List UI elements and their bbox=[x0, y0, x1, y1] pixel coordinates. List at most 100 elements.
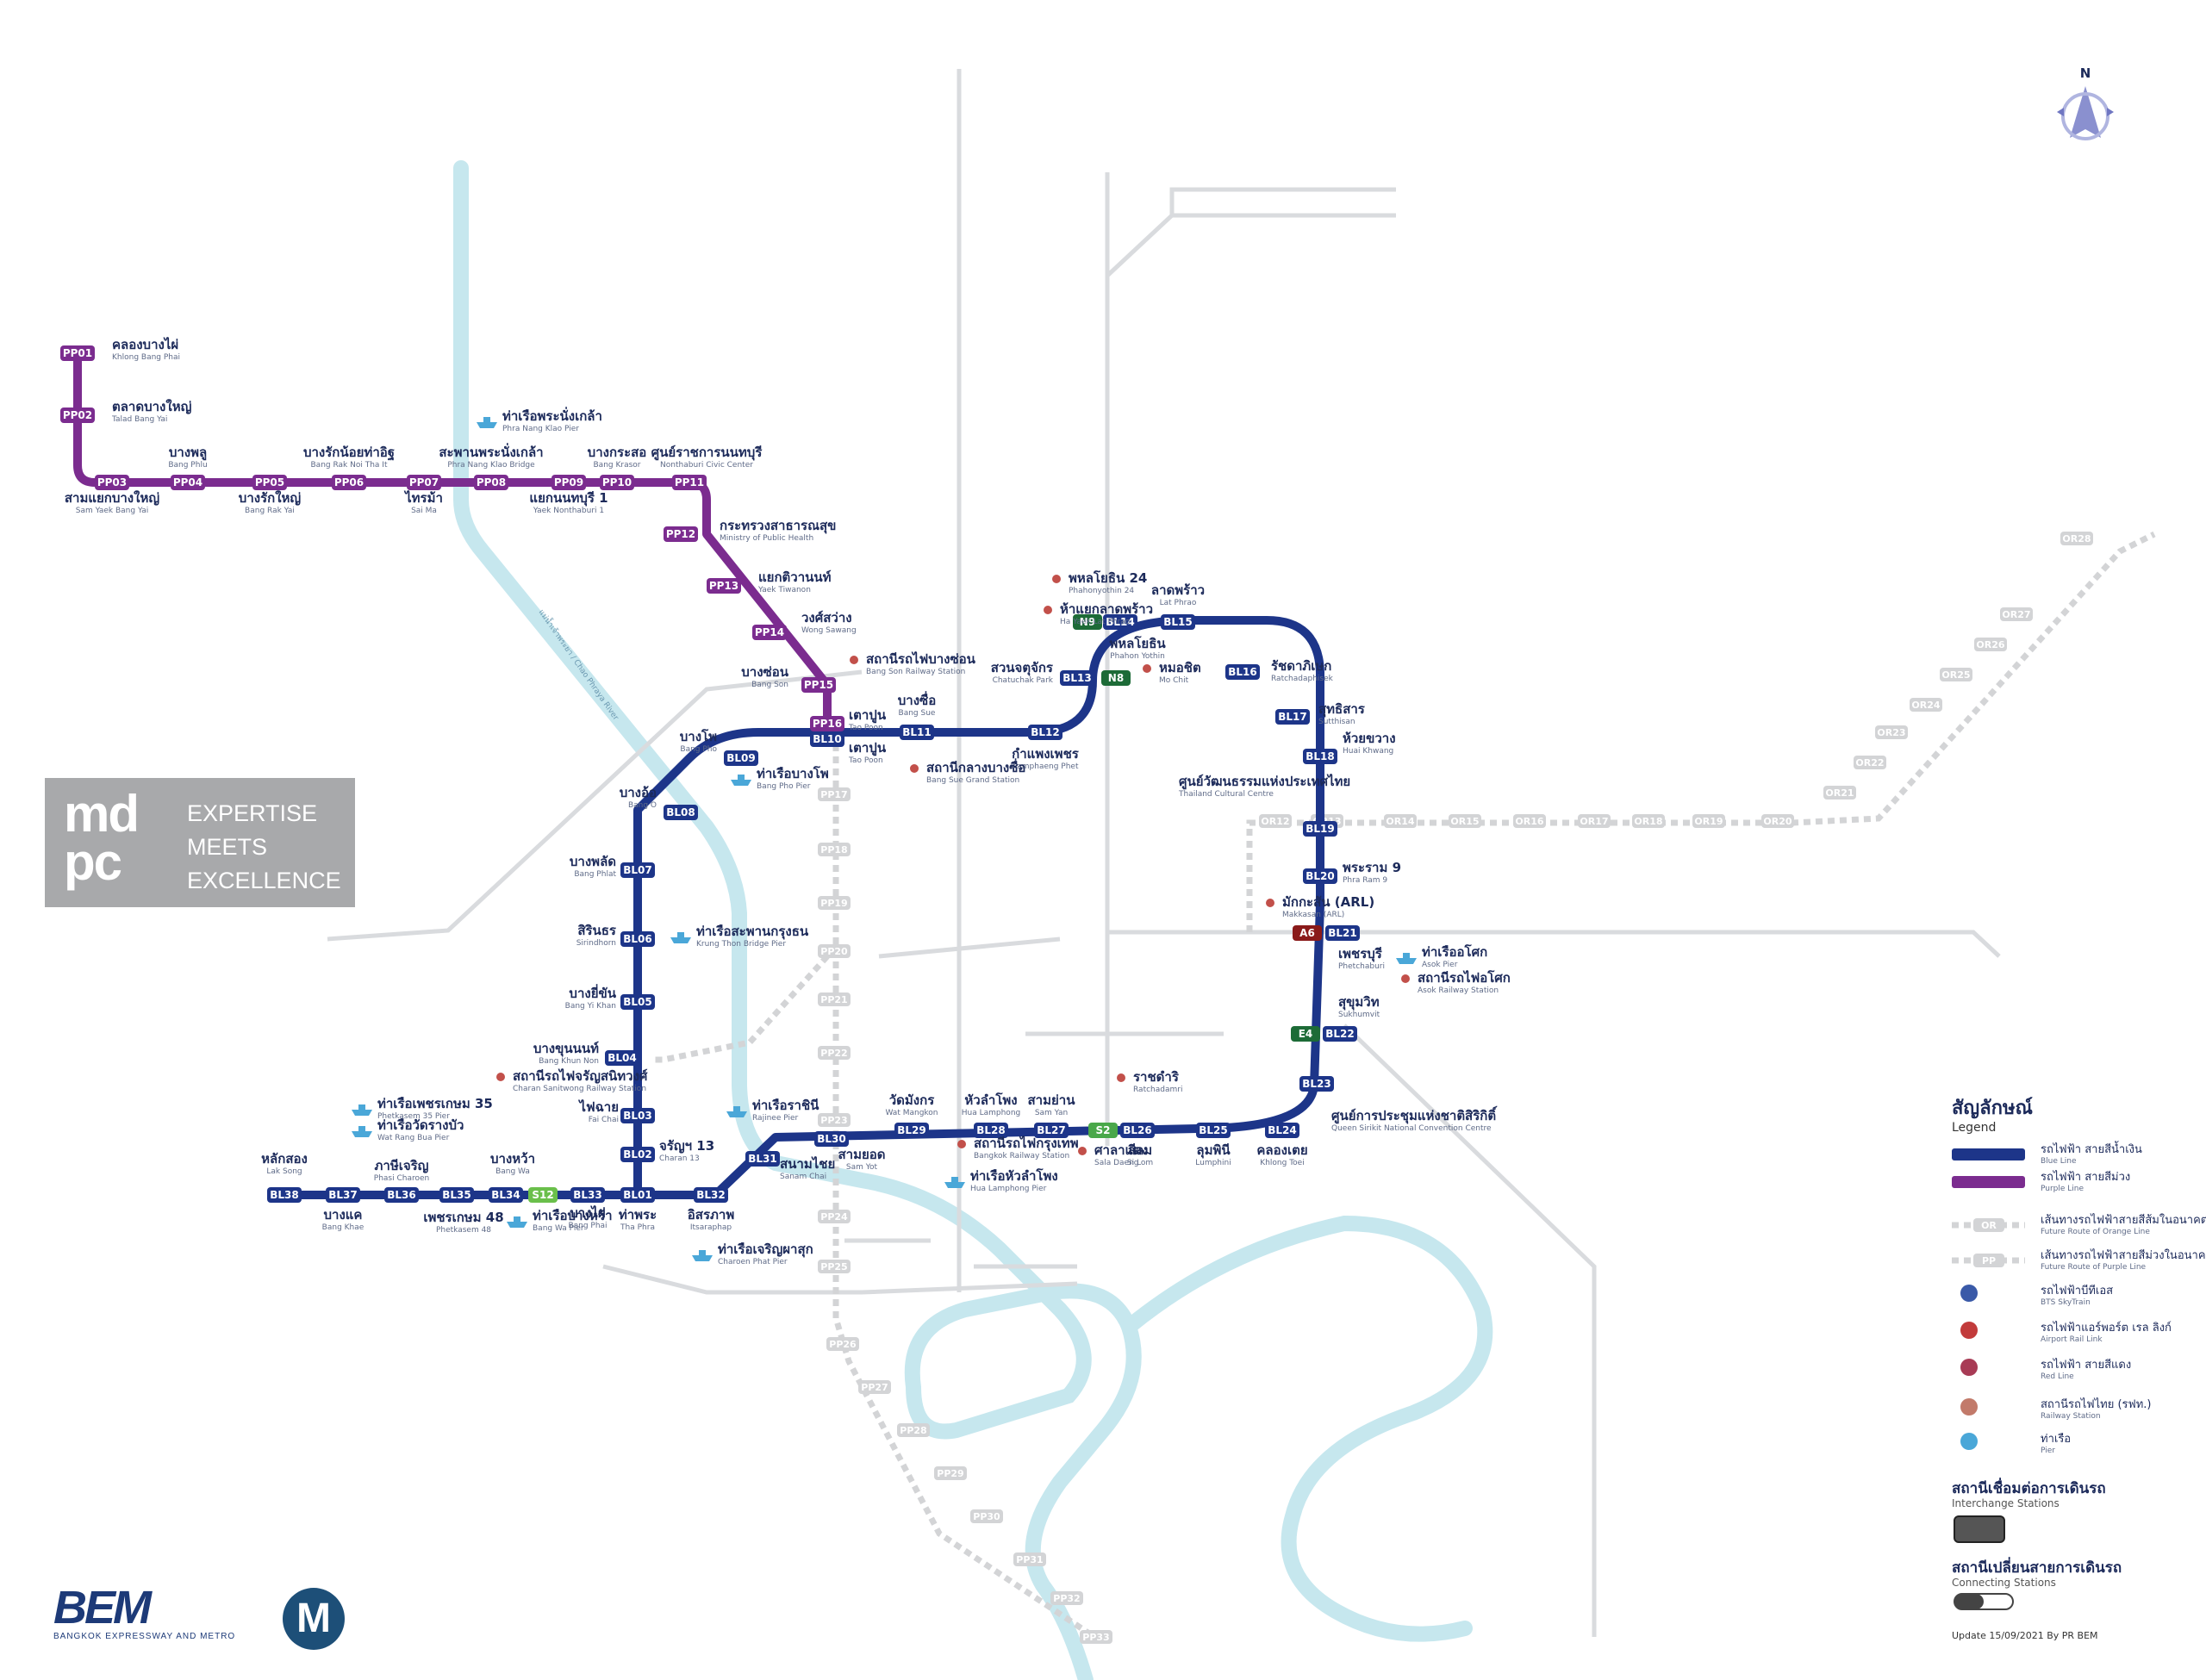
legend-interchange-en: Interchange Stations bbox=[1952, 1497, 2060, 1509]
station-bl09-badge-code: BL09 bbox=[726, 752, 756, 764]
rail-station-5-name-en: Bang Sue Grand Station bbox=[926, 776, 1019, 785]
station-bl25-badge: BL25 bbox=[1196, 1123, 1231, 1138]
station-pp14-badge-bg bbox=[752, 625, 787, 640]
pier-3-name-en: Krung Thon Bridge Pier bbox=[696, 940, 786, 949]
station-bl15-badge-bg bbox=[1161, 614, 1195, 630]
station-pp09-name-en: Yaek Nonthaburi 1 bbox=[533, 507, 604, 515]
legend-swatch-future-code-3: PP bbox=[1982, 1255, 1996, 1266]
station-pp13-badge-code: PP13 bbox=[709, 580, 738, 592]
legend-item-1-en: Blue Line bbox=[2041, 1157, 2077, 1166]
legend-item-7-th: รถไฟฟ้า สายสีแดง bbox=[2041, 1358, 2131, 1372]
future-orange-or25-code: OR25 bbox=[1941, 669, 1970, 681]
station-bl24-name-th: คลองเตย bbox=[1256, 1142, 1307, 1158]
rail-station-2-name-th: พหลโยธิน 24 bbox=[1069, 569, 1147, 586]
future-purple-pp30-code: PP30 bbox=[973, 1511, 1000, 1522]
rail-station-11-name-th: ราชดำริ bbox=[1133, 1069, 1180, 1085]
station-bl11-badge-bg bbox=[900, 725, 934, 740]
station-bl19-name-th: ศูนย์วัฒนธรรมแห่งประเทศไทย bbox=[1179, 773, 1350, 790]
blue-line-track bbox=[284, 616, 1324, 1199]
station-bl29-badge-code: BL29 bbox=[897, 1124, 926, 1136]
station-bl30-name-en: Sam Yot bbox=[846, 1163, 878, 1172]
future-orange-or25: OR25 bbox=[1940, 668, 1972, 681]
future-orange-or20-code: OR20 bbox=[1763, 816, 1792, 827]
station-bl14-badge: BL14 bbox=[1103, 614, 1137, 630]
compass-north-label: N bbox=[2080, 65, 2091, 81]
station-bl31-name-th: สนามไชย bbox=[780, 1155, 835, 1172]
future-purple-pp32: PP32 bbox=[1050, 1591, 1083, 1605]
future-purple-pp20-code: PP20 bbox=[820, 946, 848, 957]
station-pp13-name-th: แยกติวานนท์ bbox=[758, 569, 832, 585]
station-bl18-badge-bg bbox=[1303, 749, 1337, 764]
legend-interchange-swatch bbox=[1954, 1515, 2005, 1543]
station-bl29-badge-bg bbox=[894, 1123, 929, 1138]
future-orange-or21: OR21 bbox=[1823, 786, 1856, 800]
rail-station-9-name-th: มักกะสัน (ARL) bbox=[1282, 894, 1374, 910]
station-bl22-badge: BL22 bbox=[1323, 1026, 1357, 1042]
future-purple-pp28-bg bbox=[897, 1423, 930, 1437]
station-bl38-badge-bg bbox=[267, 1187, 302, 1203]
pier-8-name-en: Bang Wa Pier bbox=[533, 1224, 584, 1233]
station-pp06-name-th: บางรักน้อยท่าอิฐ bbox=[303, 445, 395, 461]
station-bl05-badge-code: BL05 bbox=[623, 996, 652, 1008]
rail-station-3: หมอชิตMo Chit bbox=[1143, 660, 1201, 685]
station-pp01-badge: PP01 bbox=[60, 345, 95, 361]
station-bl36-badge-bg bbox=[384, 1187, 419, 1203]
rail-station-2-icon bbox=[1052, 575, 1061, 583]
pier-10-cabin bbox=[1403, 953, 1410, 958]
interchange-n8-code: N8 bbox=[1108, 672, 1124, 684]
pier-1-name-en: Phra Nang Klao Pier bbox=[502, 425, 579, 433]
future-orange-or22-code: OR22 bbox=[1855, 757, 1884, 768]
future-orange-or24-code: OR24 bbox=[1911, 700, 1940, 711]
station-pp15-badge: PP15 bbox=[801, 677, 836, 693]
future-orange-or12-bg bbox=[1259, 814, 1292, 828]
station-bl23-badge-bg bbox=[1299, 1076, 1334, 1092]
future-purple-pp33-bg bbox=[1080, 1630, 1112, 1644]
station-bl15-name-en: Lat Phrao bbox=[1160, 599, 1197, 607]
station-pp12-name-th: กระทรวงสาธารณสุข bbox=[720, 518, 836, 534]
pier-4: ท่าเรือราชินีRajinee Pier bbox=[726, 1098, 819, 1123]
rail-station-4-name-th: สถานีรถไฟบางซ่อน bbox=[866, 650, 976, 667]
future-purple-pp23-bg bbox=[818, 1113, 851, 1127]
future-purple-pp32-code: PP32 bbox=[1053, 1593, 1080, 1604]
pier-10-name-en: Asok Pier bbox=[1422, 961, 1458, 969]
station-bl01-badge-code: BL01 bbox=[623, 1189, 652, 1201]
future-purple-pp33-code: PP33 bbox=[1082, 1632, 1109, 1643]
rail-station-3-name-en: Mo Chit bbox=[1159, 676, 1189, 685]
future-purple-pp19: PP19 bbox=[818, 896, 851, 910]
legend-icon-6 bbox=[1960, 1322, 1978, 1339]
station-bl26-name-th: สีลม bbox=[1128, 1142, 1152, 1158]
future-orange-or22: OR22 bbox=[1854, 756, 1886, 769]
station-bl29-name-en: Wat Mangkon bbox=[885, 1109, 938, 1117]
station-bl12-badge-code: BL12 bbox=[1031, 726, 1060, 738]
future-orange-or27-code: OR27 bbox=[2002, 609, 2030, 620]
rail-station-8-name-th: สถานีรถไฟอโศก bbox=[1418, 969, 1511, 986]
station-pp14-name-en: Wong Sawang bbox=[801, 626, 857, 635]
future-purple-pp28-code: PP28 bbox=[900, 1425, 926, 1436]
station-bl01-badge: BL01 bbox=[620, 1187, 655, 1203]
station-bl19-badge-code: BL19 bbox=[1306, 823, 1335, 835]
future-purple-pp18-bg bbox=[818, 843, 851, 856]
station-pp09-name-th: แยกนนทบุรี 1 bbox=[529, 490, 608, 507]
legend-icon-8 bbox=[1960, 1398, 1978, 1416]
station-bl34-name-en: Bang Wa bbox=[495, 1167, 530, 1176]
station-bl27-name-en: Sam Yan bbox=[1035, 1109, 1068, 1117]
station-bl04-badge: BL04 bbox=[605, 1050, 639, 1066]
rail-station-4-icon bbox=[850, 656, 858, 664]
station-bl09-badge-bg bbox=[724, 750, 758, 766]
station-bl21-badge: BL21 bbox=[1325, 925, 1360, 941]
station-bl27-badge-bg bbox=[1034, 1123, 1069, 1138]
station-bl01-name-en: Tha Phra bbox=[620, 1223, 655, 1232]
legend-item-8: สถานีรถไฟไทย (รฟท.)Railway Station bbox=[1960, 1397, 2151, 1421]
future-orange-or18-code: OR18 bbox=[1634, 816, 1662, 827]
station-bl11-badge-code: BL11 bbox=[902, 726, 932, 738]
station-pp02-badge: PP02 bbox=[60, 408, 95, 423]
station-pp01-name-en: Khlong Bang Phai bbox=[112, 353, 180, 362]
station-bl18-badge: BL18 bbox=[1303, 749, 1337, 764]
